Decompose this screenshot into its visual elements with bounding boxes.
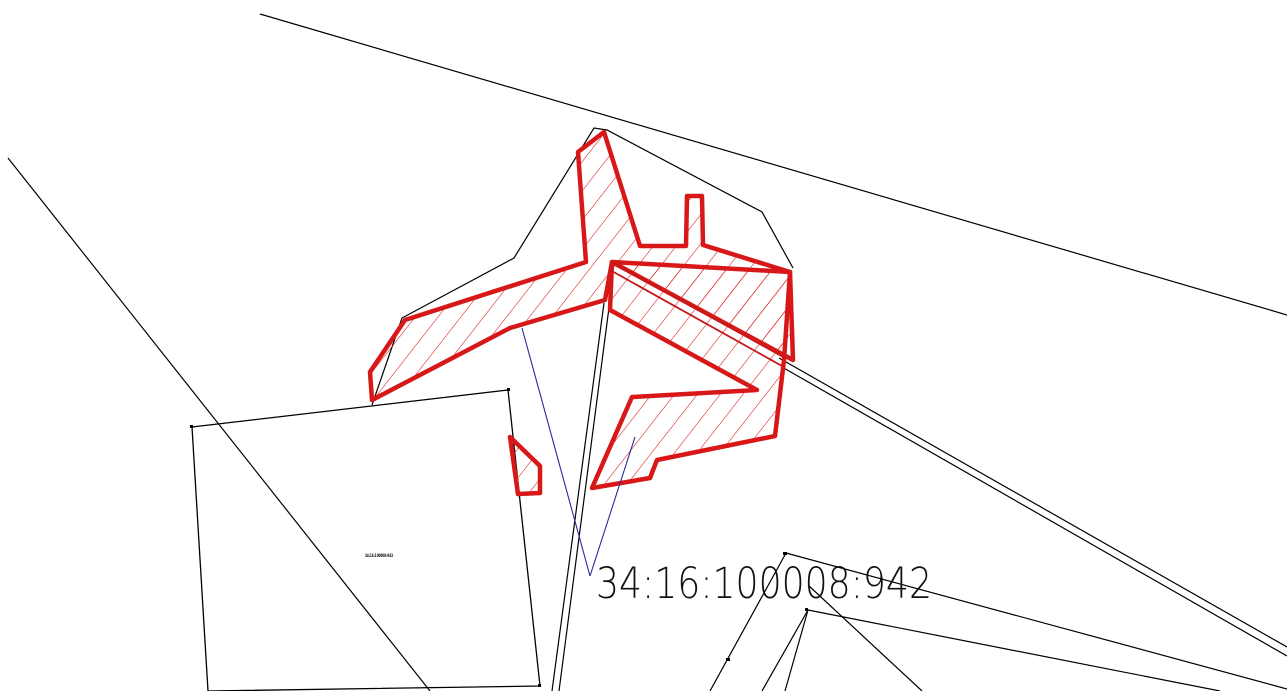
restricted-zones <box>367 129 796 497</box>
vertex-marker <box>805 608 808 611</box>
parcel-edge-4 <box>761 609 809 691</box>
corridor-diagonal-b <box>781 366 1287 657</box>
road-thick-b <box>609 269 783 367</box>
vertex-marker <box>190 425 193 428</box>
road-segment-thick <box>609 261 786 367</box>
lower-right-parcels <box>709 552 1287 691</box>
boundary-line-top <box>259 13 1287 316</box>
parcel-edge-1 <box>785 552 1287 690</box>
road-thick-a <box>611 261 786 359</box>
small-parcel-label: 34:16:100008:943 <box>365 553 393 558</box>
zone-small-triangle <box>507 434 543 497</box>
zone-main-right <box>589 259 793 491</box>
parcel-edge-2 <box>807 609 1221 691</box>
corridor-vertical-b <box>558 299 611 691</box>
corridor-diagonal-a <box>778 357 1287 648</box>
vertex-marker <box>538 684 541 687</box>
leader-line-left <box>521 327 591 577</box>
parcel-edge-5 <box>784 609 809 691</box>
corridor-vertical-a <box>551 302 605 691</box>
cadastral-number-label: 34:16:100008:942 <box>596 559 932 609</box>
parcel-edge-6 <box>807 584 923 691</box>
boundary-line-left-diagonal <box>7 157 431 691</box>
square-parcel-outline <box>191 389 541 691</box>
vertex-marker <box>507 388 510 391</box>
leader-line-right <box>589 436 636 577</box>
outer-contour <box>371 127 794 406</box>
square-parcel <box>191 389 541 691</box>
parcel-edge-3 <box>709 552 787 691</box>
leader-lines <box>521 327 636 577</box>
vertex-marker <box>726 658 730 661</box>
vertex-markers <box>190 388 808 687</box>
vertex-marker <box>783 552 787 555</box>
boundary-lines <box>7 13 1287 691</box>
road-corridors <box>551 299 1287 691</box>
